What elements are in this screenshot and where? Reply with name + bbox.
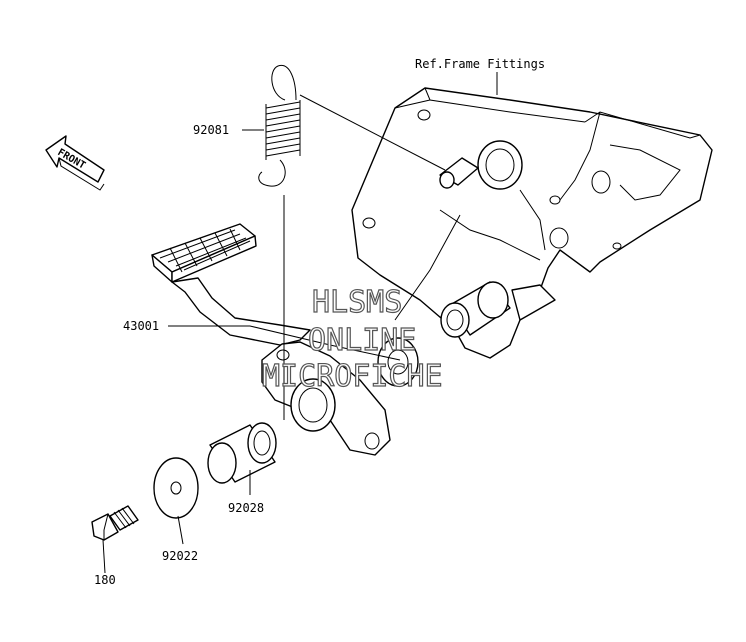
- watermark-line-2: ONLINE: [308, 323, 416, 358]
- return-spring-92081: [258, 64, 301, 187]
- part-label-92028: 92028: [228, 501, 264, 515]
- brake-pedal-43001: [151, 223, 391, 456]
- frame-fitting-bracket: [351, 87, 713, 359]
- pivot-shaft: [440, 281, 556, 338]
- leader-lines: [102, 72, 498, 574]
- watermark-line-1: HLSMS: [312, 285, 402, 320]
- part-label-92022: 92022: [162, 549, 198, 563]
- washer: [377, 337, 419, 387]
- watermark: HLSMS ONLINE MICROFICHE: [261, 284, 443, 394]
- ref-frame-fittings-label: Ref.Frame Fittings: [415, 57, 545, 71]
- watermark-line-3: MICROFICHE: [262, 359, 443, 394]
- part-label-43001: 43001: [123, 319, 159, 333]
- bushing-92028: [207, 422, 277, 484]
- part-label-180: 180: [94, 573, 116, 587]
- part-label-92081: 92081: [193, 123, 229, 137]
- front-arrow-icon: FRONT: [45, 135, 105, 191]
- washer-92022: [153, 457, 199, 519]
- bolt-180: [91, 505, 139, 541]
